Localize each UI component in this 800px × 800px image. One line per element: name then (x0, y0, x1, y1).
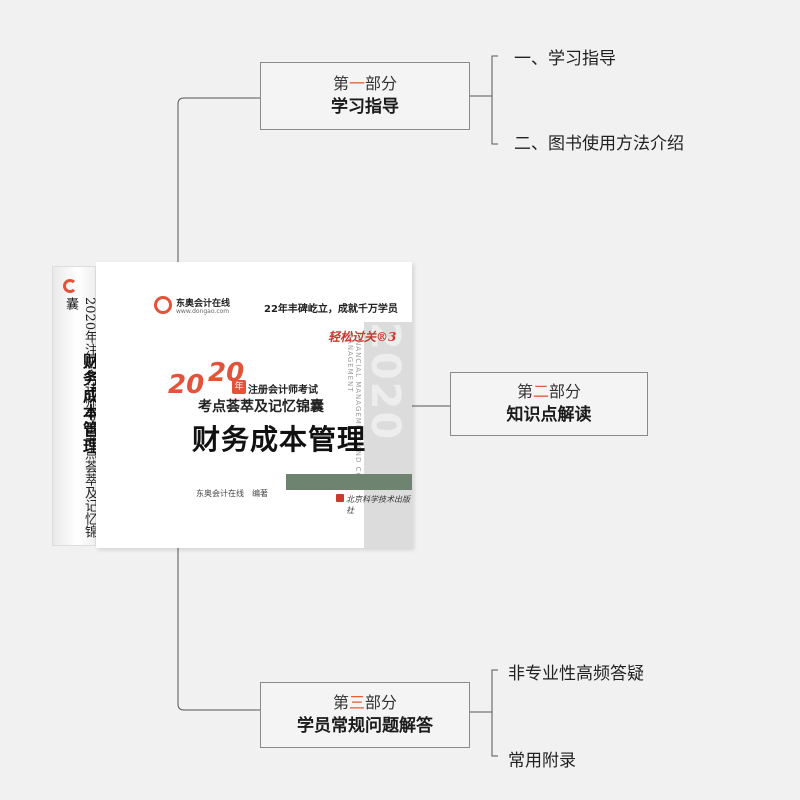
book-publisher: 北京科学技术出版社 (346, 495, 410, 515)
spine-title: 财务成本管理 (80, 353, 99, 455)
part3-node[interactable]: 第三部分 学员常规问题解答 (260, 682, 470, 748)
cover-slogan: 22年丰碑屹立，成就千万学员 (264, 304, 398, 315)
exam-name: 注册会计师考试 (248, 385, 318, 396)
book-main-title: 财务成本管理 (192, 423, 367, 456)
part1-item-1: 一、学习指导 (514, 49, 616, 69)
part2-label: 第二部分 (516, 382, 582, 401)
cover-big-year: 2020 (362, 322, 408, 442)
year-suffix-badge: 年 (232, 380, 246, 394)
book-editor: 东奥会计在线 编著 (196, 489, 268, 498)
cover-green-bar (286, 474, 412, 490)
book-cover: 2020 FINANCIAL MANAGEMENT AND COST MANAG… (96, 262, 412, 548)
part1-node[interactable]: 第一部分 学习指导 (260, 62, 470, 130)
book-subtitle: 考点荟萃及记忆锦囊 (198, 399, 324, 415)
year-part-a: 20 (168, 370, 205, 400)
cover-english-text: FINANCIAL MANAGEMENT AND COST MANAGEMENT (346, 332, 362, 490)
spine-text: 2020年注册会计师考试考点荟萃及记忆锦囊 (63, 297, 97, 539)
part2-node[interactable]: 第二部分 知识点解读 (450, 372, 648, 436)
part3-item-2: 常用附录 (508, 751, 576, 771)
book-image: 2020年注册会计师考试考点荟萃及记忆锦囊 财务成本管理 2020 FINANC… (52, 262, 412, 548)
brand-url: www.dongao.com (176, 308, 230, 315)
part1-title: 学习指导 (331, 97, 399, 117)
part2-title: 知识点解读 (506, 405, 592, 425)
part3-item-1: 非专业性高频答疑 (508, 664, 644, 684)
publisher-logo-icon (336, 494, 344, 502)
part3-label: 第三部分 (332, 693, 398, 712)
spine-logo-icon (63, 279, 77, 293)
brand-name: 东奥会计在线 (176, 299, 231, 309)
part3-title: 学员常规问题解答 (297, 716, 433, 736)
part1-label: 第一部分 (332, 74, 398, 93)
brand-logo-icon (154, 296, 172, 314)
cover-side-band (364, 322, 412, 548)
book-spine: 2020年注册会计师考试考点荟萃及记忆锦囊 财务成本管理 (52, 266, 99, 546)
series-name: 轻松过关®3 (328, 330, 397, 344)
part1-item-2: 二、图书使用方法介绍 (514, 134, 684, 154)
